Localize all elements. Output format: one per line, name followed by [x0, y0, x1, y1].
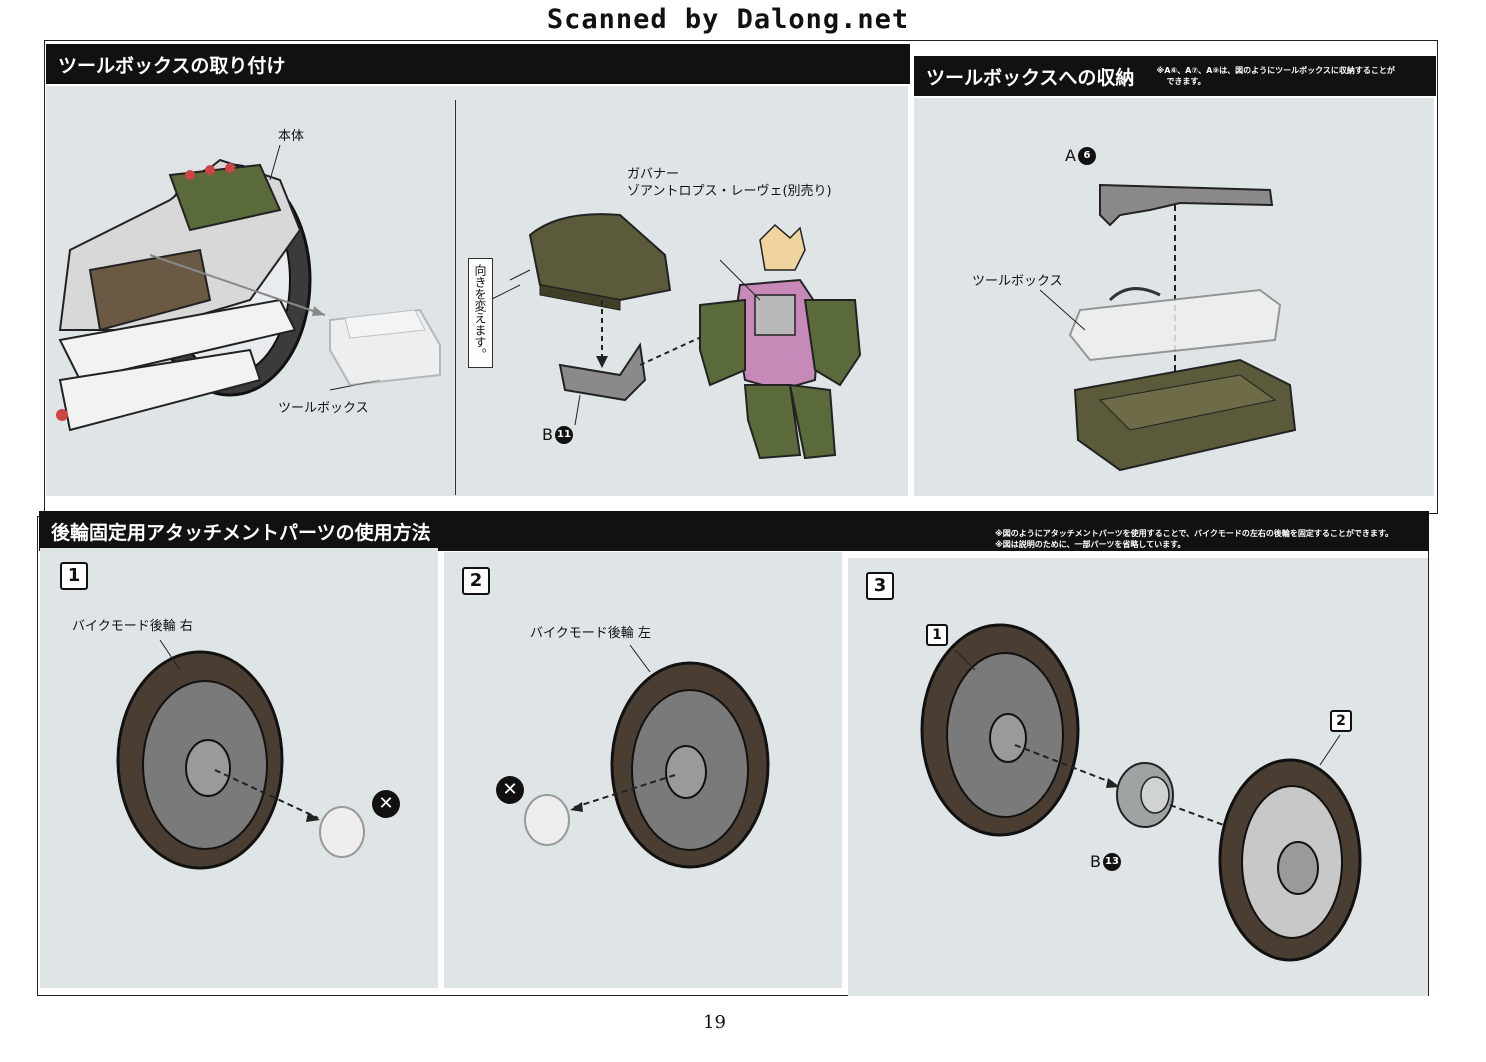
wheels-assembly-illustration	[920, 623, 1362, 962]
step-3-sub-1: 1	[926, 624, 948, 646]
toolbox-attach-header: ツールボックスの取り付け	[46, 44, 910, 84]
rear-wheel-title: 後輪固定用アタッチメントパーツの使用方法	[51, 521, 431, 544]
rear-wheel-note: ※図のようにアタッチメントパーツを使用することで、バイクモードの左右の後輪を固定…	[995, 529, 1394, 549]
toolbox-storage-header: ツールボックスへの収納 ※A⑥、A⑦、A⑨は、図のようにツールボックスに収納する…	[914, 56, 1436, 96]
orientation-note: 向きを変えます。	[468, 258, 493, 368]
toolbox-lid-illustration	[489, 213, 672, 368]
rear-wheel-right-label: バイクモード後輪 右	[72, 619, 193, 634]
step-3-number: 3	[866, 572, 894, 600]
motorcycle-illustration	[56, 144, 381, 432]
scan-watermark: Scanned by Dalong.net	[546, 4, 910, 35]
rear-wheel-left-label: バイクモード後輪 左	[530, 626, 651, 641]
governor-label: ガバナー ゾアントロプス・レーヴェ(別売り)	[627, 167, 832, 199]
rear-wheel-header: 後輪固定用アタッチメントパーツの使用方法	[39, 511, 1429, 551]
ghost-toolbox	[329, 308, 441, 387]
wheel-left-illustration	[524, 644, 770, 869]
step-1-number: 1	[60, 562, 88, 590]
panel-divider	[455, 100, 456, 495]
part-b11: B 11	[542, 425, 573, 444]
part-b13: B 13	[1090, 852, 1121, 871]
wheel-right-illustration	[116, 639, 365, 870]
step-2-number: 2	[462, 567, 490, 595]
storage-toolbox-label: ツールボックス	[972, 274, 1063, 289]
toolbox-storage-note: ※A⑥、A⑦、A⑨は、図のようにツールボックスに収納することが できます。	[1156, 66, 1395, 86]
page-number: 19	[703, 1012, 726, 1033]
toolbox-label: ツールボックス	[278, 401, 369, 416]
cross-circle-icon: ✕	[496, 776, 524, 804]
robot-figure-illustration	[699, 223, 862, 460]
toolbox-storage-title: ツールボックスへの収納	[926, 66, 1135, 89]
body-label: 本体	[278, 129, 305, 144]
toolbox-attach-title: ツールボックスの取り付け	[58, 54, 286, 77]
part-a6: A 6	[1065, 146, 1096, 165]
step-3-sub-2: 2	[1330, 710, 1352, 732]
cross-circle-icon: ✕	[372, 790, 400, 818]
open-toolbox-illustration	[1039, 287, 1297, 472]
